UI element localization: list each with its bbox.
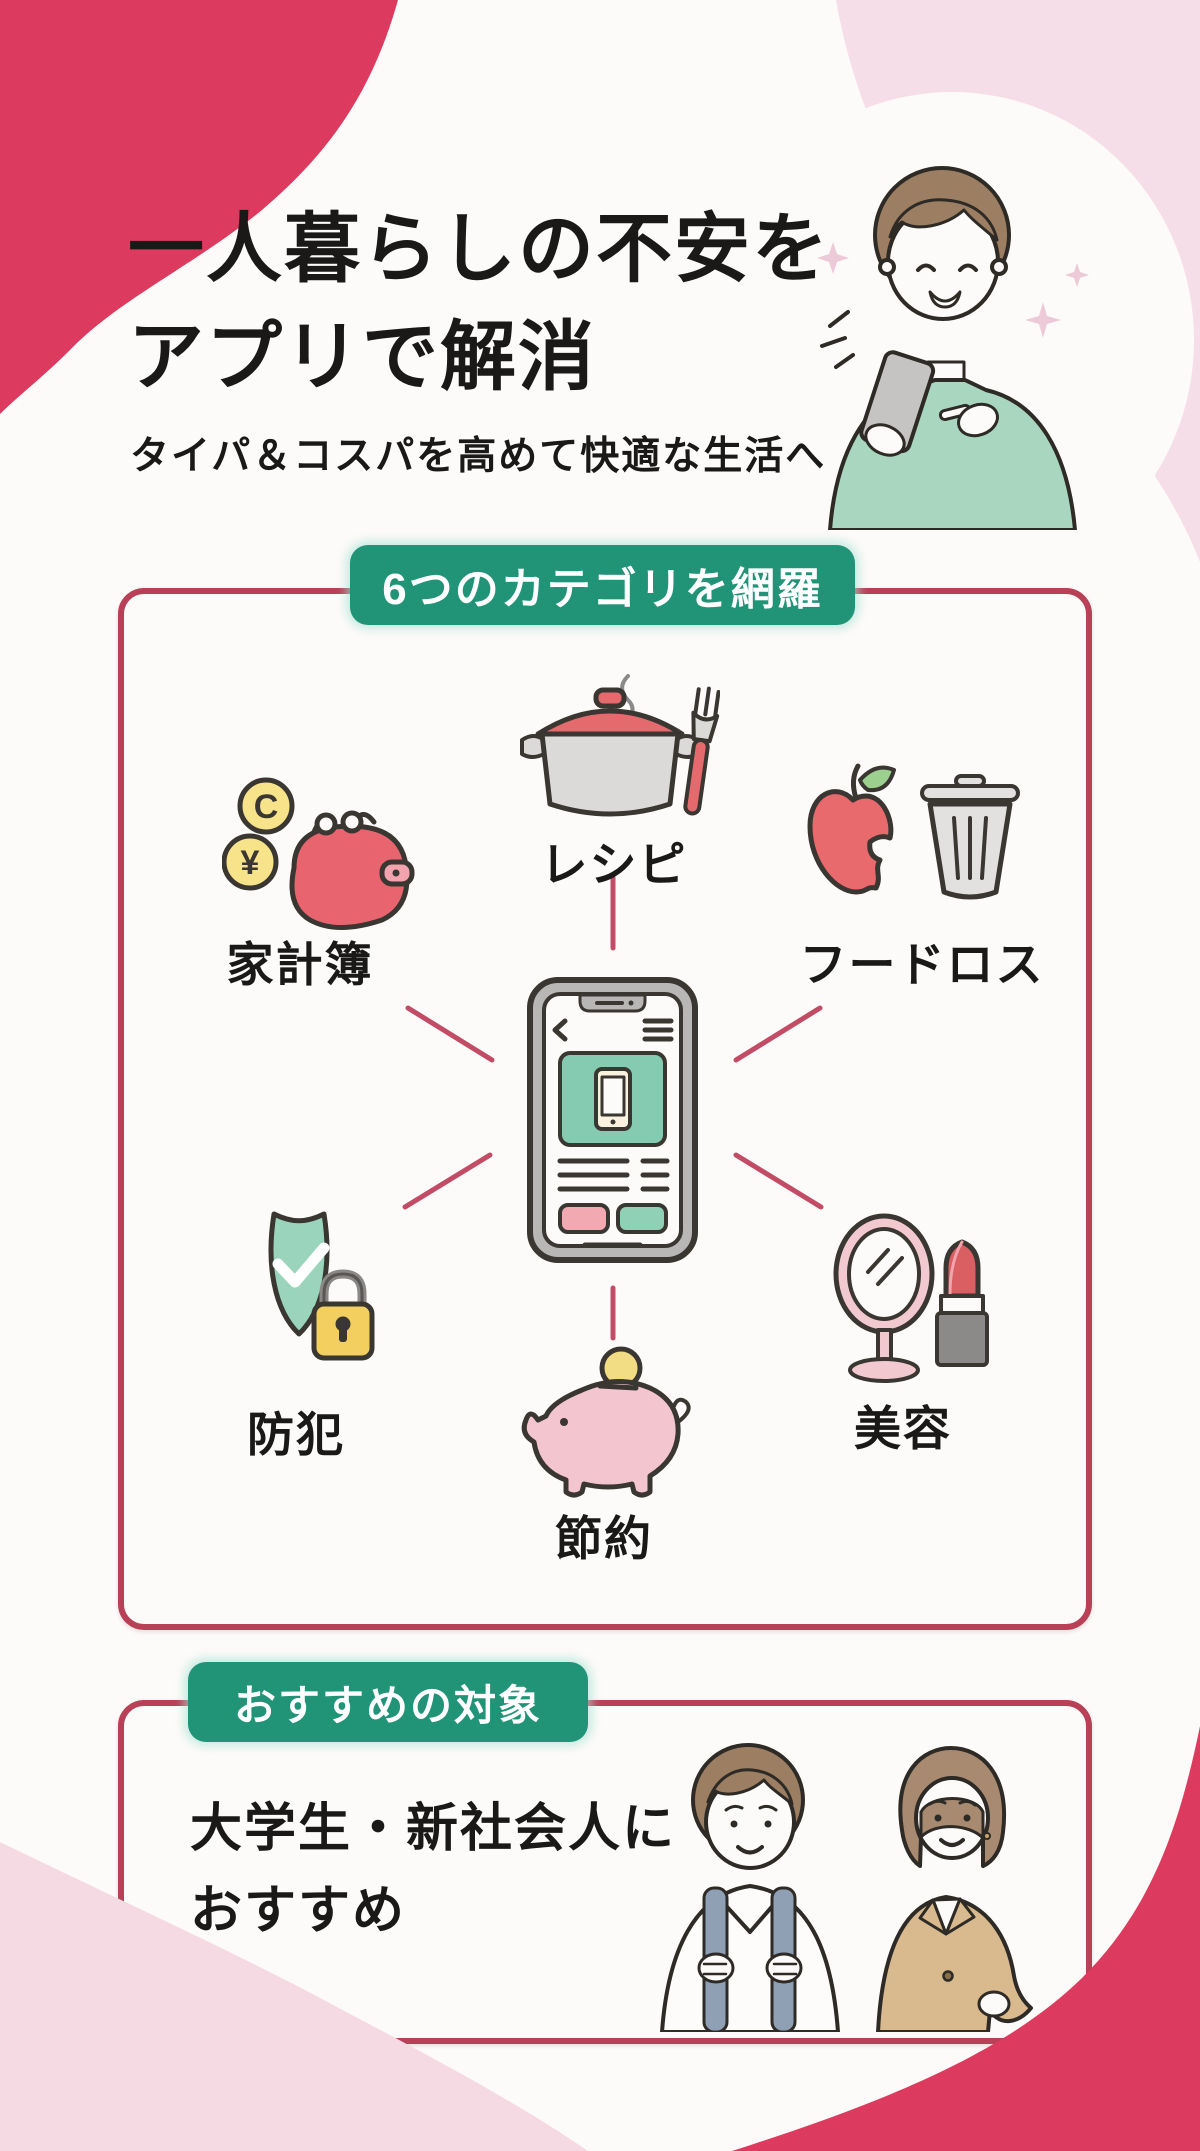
student-hand: [697, 1952, 735, 1984]
student-and-office-worker-illustration: [660, 1743, 1033, 2032]
sparkle-icon: [1025, 302, 1061, 338]
coin-purse-icon: C ¥: [222, 777, 415, 930]
lipstick-base: [935, 1311, 989, 1367]
check-mark: [272, 1242, 330, 1288]
lipstick-bullet: [943, 1239, 981, 1299]
apple-trash-icon: [807, 763, 1020, 900]
coin: [237, 777, 295, 835]
apple: [807, 789, 894, 895]
person-using-smartphone-illustration: [817, 166, 1089, 530]
svg-text:¥: ¥: [241, 844, 260, 882]
audience-badge: おすすめの対象: [188, 1662, 588, 1742]
coin-slot: [597, 1383, 639, 1391]
cooking-pot-icon: [520, 674, 720, 817]
pink-button: [558, 1203, 610, 1234]
trash-lid: [920, 784, 1020, 802]
pot-body: [539, 731, 681, 817]
fork-handle: [683, 738, 710, 816]
audience-text-line2: おすすめ: [190, 1882, 407, 1940]
lipstick-band: [939, 1294, 985, 1315]
categories-badge: 6つのカテゴリを網羅: [350, 545, 855, 625]
svg-text:C: C: [254, 788, 279, 826]
smartphone-app-icon: [527, 977, 698, 1263]
pig-body: [521, 1378, 681, 1498]
sparkle-icon: [817, 242, 849, 274]
fork-head: [691, 686, 720, 744]
student-hoodie: [660, 1884, 840, 2032]
apple-leaf: [858, 765, 896, 793]
student-hand: [765, 1952, 803, 1984]
mirror-glass: [847, 1227, 921, 1321]
green-button: [616, 1203, 668, 1234]
mirror-base: [848, 1357, 920, 1383]
category-label-saving: 節約: [555, 1512, 653, 1565]
page-title-line2: アプリで解消: [128, 315, 596, 400]
sweater: [828, 378, 1077, 530]
pot-lid: [535, 708, 685, 737]
back-chevron-icon: [552, 1018, 568, 1042]
piggy-bank-icon: [521, 1346, 691, 1498]
coin: [222, 833, 279, 891]
category-label-foodloss: フードロス: [799, 938, 1045, 991]
sparkle-icon: [1065, 263, 1089, 287]
apple-stem: [850, 763, 861, 801]
page-title-line1: 一人暮らしの不安を: [128, 207, 830, 292]
mirror-lipstick-icon: [833, 1213, 989, 1383]
page-subtitle: タイパ＆コスパを高めて快適な生活へ: [130, 435, 827, 478]
category-label-beauty: 美容: [854, 1402, 952, 1455]
category-label-recipe: レシピ: [540, 838, 688, 891]
shield-lock-icon: [268, 1211, 375, 1361]
menu-icon: [642, 1018, 674, 1042]
category-label-budget: 家計簿: [226, 938, 374, 991]
audience-text: 大学生・新社会人に おすすめ: [190, 1788, 676, 1952]
worker-hand: [977, 1990, 1011, 2018]
audience-text-line1: 大学生・新社会人に: [190, 1800, 677, 1858]
category-label-security: 防犯: [247, 1408, 345, 1461]
page-title: 一人暮らしの不安を アプリで解消: [128, 196, 830, 412]
pig-tail: [672, 1397, 691, 1424]
